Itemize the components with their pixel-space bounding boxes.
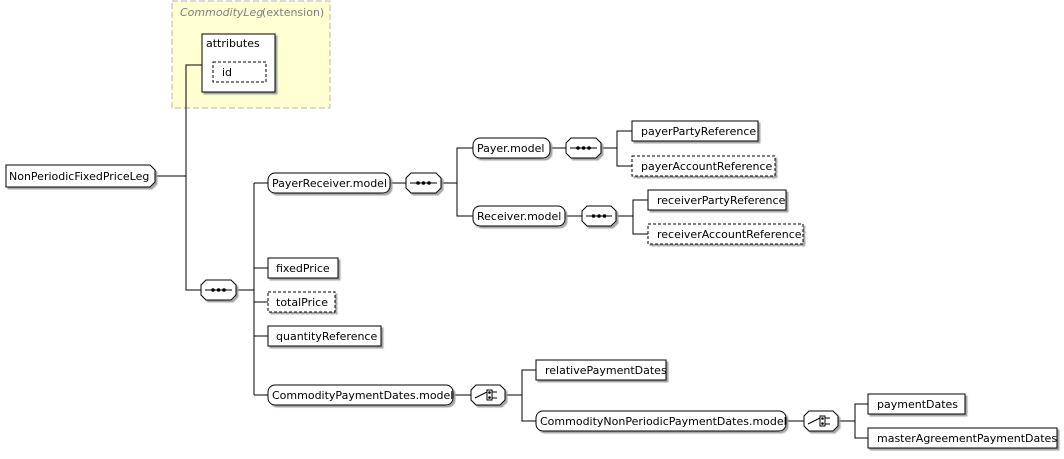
receiver-party-reference-element[interactable]: receiverPartyReference	[647, 189, 787, 211]
payment-dates-element[interactable]: paymentDates	[867, 393, 966, 415]
commodity-payment-dates-model-group[interactable]: CommodityPaymentDates.model	[267, 384, 454, 406]
attributes-label: attributes	[206, 37, 260, 50]
attribute-id-box[interactable]	[212, 61, 267, 83]
fixed-price-element[interactable]: fixedPrice	[267, 257, 339, 279]
receiver-party-reference-label: receiverPartyReference	[657, 194, 786, 207]
payer-model-label: Payer.model	[477, 142, 544, 155]
extension-suffix: (extension)	[262, 6, 324, 19]
commodity-non-periodic-payment-dates-model-label: CommodityNonPeriodicPaymentDates.model	[540, 415, 787, 428]
payer-model-group[interactable]: Payer.model	[472, 137, 551, 159]
quantity-reference-label: quantityReference	[276, 330, 377, 343]
root-element[interactable]: NonPeriodicFixedPriceLeg	[5, 164, 156, 188]
receiver-account-reference-label: receiverAccountReference	[657, 228, 802, 241]
payer-receiver-sequence-compositor[interactable]	[405, 172, 442, 194]
master-agreement-payment-dates-label: masterAgreementPaymentDates	[877, 432, 1057, 445]
receiver-sequence-compositor[interactable]	[581, 205, 617, 227]
payer-receiver-model-group[interactable]: PayerReceiver.model	[267, 172, 391, 194]
receiver-model-group[interactable]: Receiver.model	[472, 205, 566, 227]
payer-sequence-compositor[interactable]	[565, 137, 602, 159]
root-label: NonPeriodicFixedPriceLeg	[9, 170, 149, 183]
total-price-element[interactable]: totalPrice	[267, 291, 336, 313]
payment-dates-label: paymentDates	[877, 398, 958, 411]
attributes-box: attributes id	[201, 33, 276, 93]
total-price-label: totalPrice	[276, 296, 328, 309]
payer-receiver-model-label: PayerReceiver.model	[272, 177, 387, 190]
quantity-reference-element[interactable]: quantityReference	[267, 325, 382, 347]
relative-payment-dates-element[interactable]: relativePaymentDates	[535, 359, 667, 381]
connector-lines	[155, 64, 868, 439]
master-agreement-payment-dates-element[interactable]: masterAgreementPaymentDates	[867, 427, 1058, 449]
commodity-non-periodic-choice-compositor[interactable]	[803, 410, 839, 432]
main-sequence-compositor[interactable]	[200, 279, 237, 301]
fixed-price-label: fixedPrice	[276, 262, 330, 275]
relative-payment-dates-label: relativePaymentDates	[545, 364, 667, 377]
payer-account-reference-label: payerAccountReference	[641, 160, 773, 173]
receiver-model-label: Receiver.model	[477, 210, 561, 223]
extension-base-type: CommodityLeg	[180, 6, 263, 19]
commodity-non-periodic-payment-dates-model-group[interactable]: CommodityNonPeriodicPaymentDates.model	[535, 410, 787, 432]
receiver-account-reference-element[interactable]: receiverAccountReference	[647, 223, 804, 245]
payer-party-reference-element[interactable]: payerPartyReference	[631, 120, 759, 142]
payer-account-reference-element[interactable]: payerAccountReference	[631, 155, 776, 177]
attribute-id-label: id	[222, 66, 232, 79]
commodity-payment-dates-choice-compositor[interactable]	[470, 384, 506, 406]
payer-party-reference-label: payerPartyReference	[641, 125, 756, 138]
commodity-payment-dates-model-label: CommodityPaymentDates.model	[272, 389, 453, 402]
